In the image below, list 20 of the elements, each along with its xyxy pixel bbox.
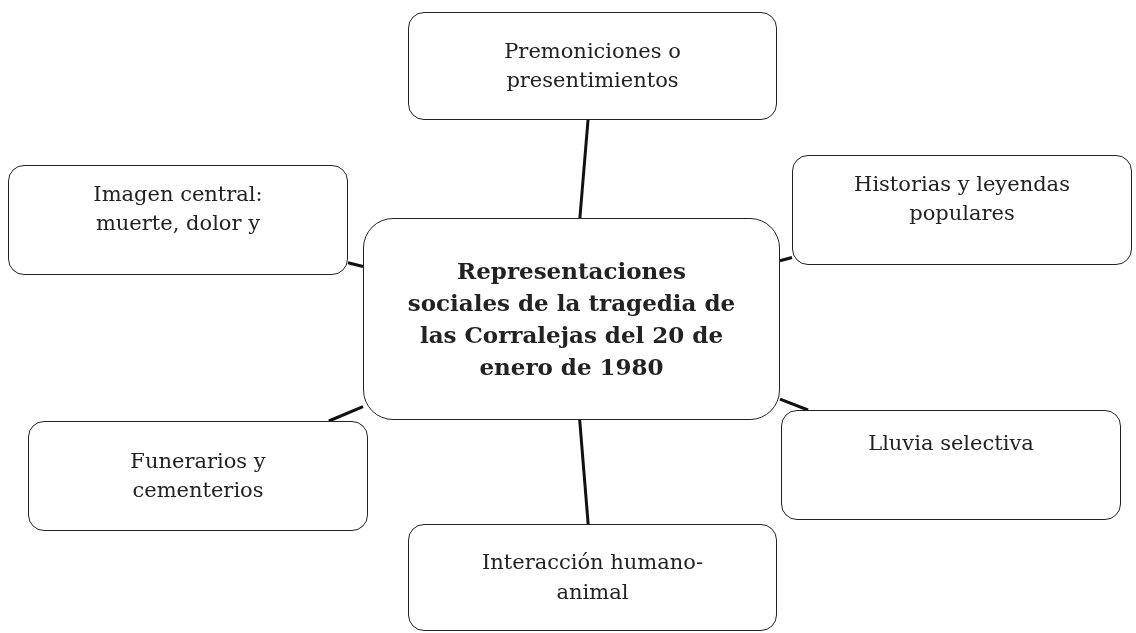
- connector-line: [347, 261, 364, 268]
- topic-text: Imagen central: muerte, dolor y: [92, 181, 264, 238]
- topic-box: [408, 524, 777, 631]
- central-topic-text: Representaciones sociales de la tragedia de las Corralejas del 20 de enero de 1980: [406, 255, 737, 383]
- topic-box: [28, 421, 368, 531]
- connector-line: [779, 397, 809, 412]
- topic-box: [792, 155, 1132, 265]
- topic-text: Lluvia selectiva: [868, 430, 1034, 457]
- topic-box: [8, 165, 348, 275]
- topic-text: Interacción humano-animal: [480, 549, 705, 606]
- central-topic-box: [363, 218, 780, 420]
- connector-line: [779, 256, 793, 263]
- connector-line: [578, 419, 590, 525]
- topic-box: [408, 12, 777, 120]
- topic-text: Historias y leyendas populares: [853, 171, 1071, 228]
- topic-text: Premoniciones o presentimientos: [503, 37, 682, 94]
- topic-box: [781, 410, 1121, 520]
- connector-line: [328, 405, 364, 423]
- connector-line: [578, 119, 590, 219]
- topic-text: Funerarios y cementerios: [129, 447, 267, 504]
